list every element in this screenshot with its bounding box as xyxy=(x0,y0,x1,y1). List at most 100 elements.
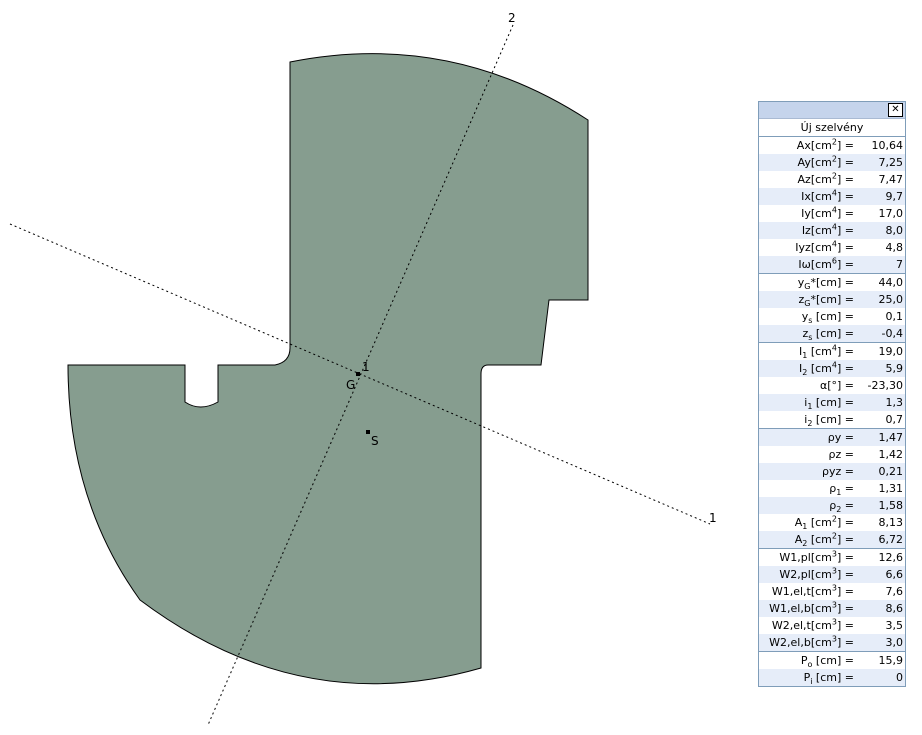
property-value: 1,31 xyxy=(878,482,904,495)
property-value: 0 xyxy=(896,671,903,684)
label-text: α[°] = xyxy=(819,379,854,392)
property-row: zG*[cm] =25,0 xyxy=(759,291,905,308)
property-row: ρz =1,42 xyxy=(759,446,905,463)
centroid-marker[interactable] xyxy=(356,372,360,376)
property-label: Ax[cm2] = xyxy=(759,137,858,154)
property-value: 25,0 xyxy=(878,293,904,306)
property-value: 7,25 xyxy=(878,156,904,169)
property-value: 10,64 xyxy=(871,139,904,152)
property-row: W1,el,t[cm3] =7,6 xyxy=(759,583,905,600)
label-text: Ay[cm xyxy=(797,156,832,169)
property-value: 1,47 xyxy=(878,431,904,444)
label-text: ρ xyxy=(829,499,837,512)
property-value: 0,7 xyxy=(885,413,904,426)
label-text: [cm xyxy=(807,533,832,546)
property-label: A1 [cm2] = xyxy=(759,514,858,531)
label-text: [cm xyxy=(807,516,832,529)
label-text: [cm] = xyxy=(812,396,854,409)
property-label: ρ2 = xyxy=(759,497,858,514)
label-text: ] = xyxy=(836,345,854,358)
label-superscript: 4 xyxy=(831,239,837,249)
property-label: i2 [cm] = xyxy=(759,411,858,428)
property-row: Iz[cm4] = 8,0 xyxy=(759,222,905,239)
property-value: 8,0 xyxy=(885,224,904,237)
label-superscript: 6 xyxy=(831,256,837,266)
label-text: W1,el,b[cm xyxy=(769,602,832,615)
property-value: 5,9 xyxy=(885,362,904,375)
property-value: 6,6 xyxy=(885,568,904,581)
property-label: ρy = xyxy=(759,429,858,446)
property-label: W1,pl[cm3] = xyxy=(759,549,858,566)
property-row: A2 [cm2] =6,72 xyxy=(759,531,905,548)
property-value: 15,9 xyxy=(878,654,904,667)
property-row: ρy = 1,47 xyxy=(759,428,905,446)
label-text: ] = xyxy=(836,224,854,237)
label-text: = xyxy=(841,499,854,512)
label-text: [cm xyxy=(807,345,832,358)
principal-axis-2 xyxy=(207,24,514,726)
label-text: y xyxy=(797,276,805,289)
label-text: ] = xyxy=(836,551,854,564)
cross-section-shape[interactable] xyxy=(67,53,589,685)
axis-1-label: 1 xyxy=(709,511,717,525)
property-value: 3,5 xyxy=(885,619,904,632)
label-text: P xyxy=(803,671,811,684)
property-label: Ay[cm2] = xyxy=(759,154,858,171)
property-value: 7 xyxy=(896,258,903,271)
property-row: I2 [cm4] =5,9 xyxy=(759,360,905,377)
property-label: Iy[cm4] = xyxy=(759,205,858,222)
panel-title: Új szelvény xyxy=(759,119,905,137)
shear-center-marker[interactable] xyxy=(366,430,370,434)
property-value: 0,1 xyxy=(885,310,904,323)
label-text: W1,el,t[cm xyxy=(771,585,832,598)
label-text: W2,el,b[cm xyxy=(769,636,832,649)
label-subscript: 2 xyxy=(802,368,808,378)
label-text: y xyxy=(801,310,809,323)
label-text: [cm xyxy=(807,362,832,375)
property-row: W2,pl[cm3] =6,6 xyxy=(759,566,905,583)
label-text: ρy = xyxy=(827,431,854,444)
label-superscript: 2 xyxy=(831,171,837,181)
property-row: Iyz[cm4] =4,8 xyxy=(759,239,905,256)
property-label: Iz[cm4] = xyxy=(759,222,858,239)
property-value: 1,3 xyxy=(885,396,904,409)
label-text: [cm] = xyxy=(812,413,854,426)
label-superscript: 3 xyxy=(831,600,837,610)
panel-title-bar[interactable]: ✕ xyxy=(759,102,905,119)
property-row: Ax[cm2] = 10,64 xyxy=(759,137,905,154)
property-label: i1 [cm] = xyxy=(759,394,858,411)
label-text: ] = xyxy=(836,568,854,581)
label-text: [cm] = xyxy=(812,310,854,323)
label-superscript: 3 xyxy=(831,583,837,593)
property-label: W1,el,b[cm3] = xyxy=(759,600,858,617)
property-row: zs [cm] =-0,4 xyxy=(759,325,905,342)
label-text: z xyxy=(802,327,809,340)
property-row: Az[cm2] =7,47 xyxy=(759,171,905,188)
property-value: 6,72 xyxy=(878,533,904,546)
label-superscript: 3 xyxy=(831,634,837,644)
property-value: 3,0 xyxy=(885,636,904,649)
label-subscript: s xyxy=(808,333,813,343)
label-superscript: 4 xyxy=(831,343,837,353)
property-row: α[°] =-23,30 xyxy=(759,377,905,394)
property-row: ys [cm] =0,1 xyxy=(759,308,905,325)
label-text: Ix[cm xyxy=(801,190,832,203)
property-label: Ix[cm4] = xyxy=(759,188,858,205)
label-text: ] = xyxy=(836,241,854,254)
label-text: ] = xyxy=(836,156,854,169)
property-row: Ay[cm2] = 7,25 xyxy=(759,154,905,171)
label-text: [cm] = xyxy=(812,327,854,340)
property-value: 7,6 xyxy=(885,585,904,598)
property-label: ρz = xyxy=(759,446,858,463)
label-text: ρ xyxy=(829,482,837,495)
label-superscript: 2 xyxy=(831,531,837,541)
property-value: 8,6 xyxy=(885,602,904,615)
close-icon[interactable]: ✕ xyxy=(888,103,903,117)
property-label: zs [cm] = xyxy=(759,325,858,342)
property-value: 1,58 xyxy=(878,499,904,512)
label-subscript: G xyxy=(804,282,811,292)
label-text: ] = xyxy=(836,173,854,186)
property-row: ρyz =0,21 xyxy=(759,463,905,480)
